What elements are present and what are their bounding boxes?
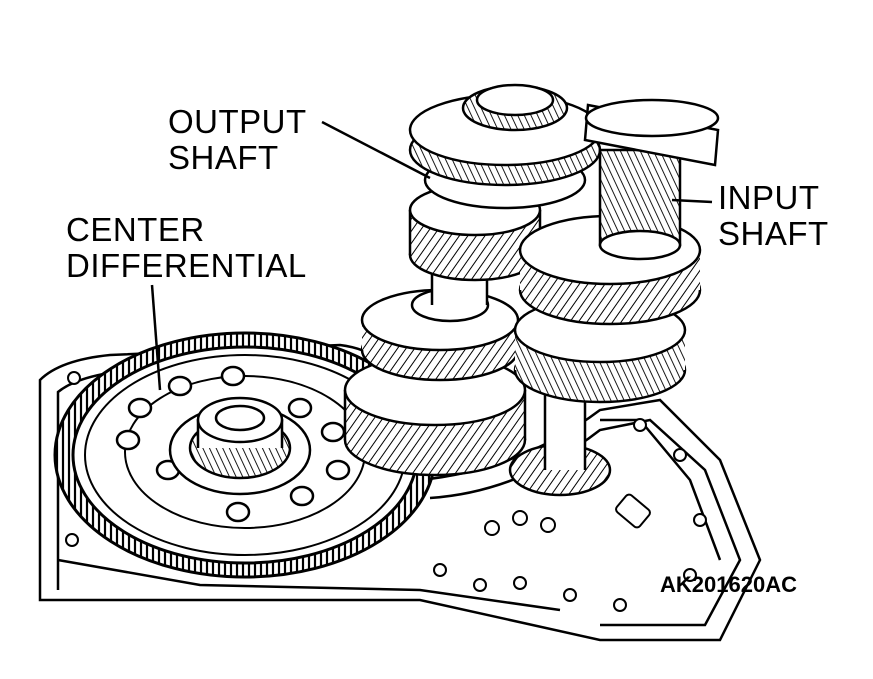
input-shaft-label: INPUT SHAFT <box>718 180 829 252</box>
center-differential-label: CENTER DIFFERENTIAL <box>66 212 307 284</box>
leader-lines <box>150 120 713 391</box>
output-shaft-label-line2: SHAFT <box>168 139 279 176</box>
center-differential-label-line2: DIFFERENTIAL <box>66 247 307 284</box>
output-shaft-leader <box>321 120 431 180</box>
input-shaft-leader <box>671 198 713 204</box>
output-shaft-label-line1: OUTPUT <box>168 103 307 140</box>
figure-code: AK201620AC <box>660 572 797 597</box>
input-shaft-label-line1: INPUT <box>718 179 820 216</box>
center-differential-label-line1: CENTER <box>66 211 205 248</box>
center-differential-leader <box>150 284 162 391</box>
input-shaft-gears <box>508 98 720 497</box>
output-shaft-gears <box>343 83 602 477</box>
output-shaft-label: OUTPUT SHAFT <box>168 104 307 176</box>
input-shaft-label-line2: SHAFT <box>718 215 829 252</box>
